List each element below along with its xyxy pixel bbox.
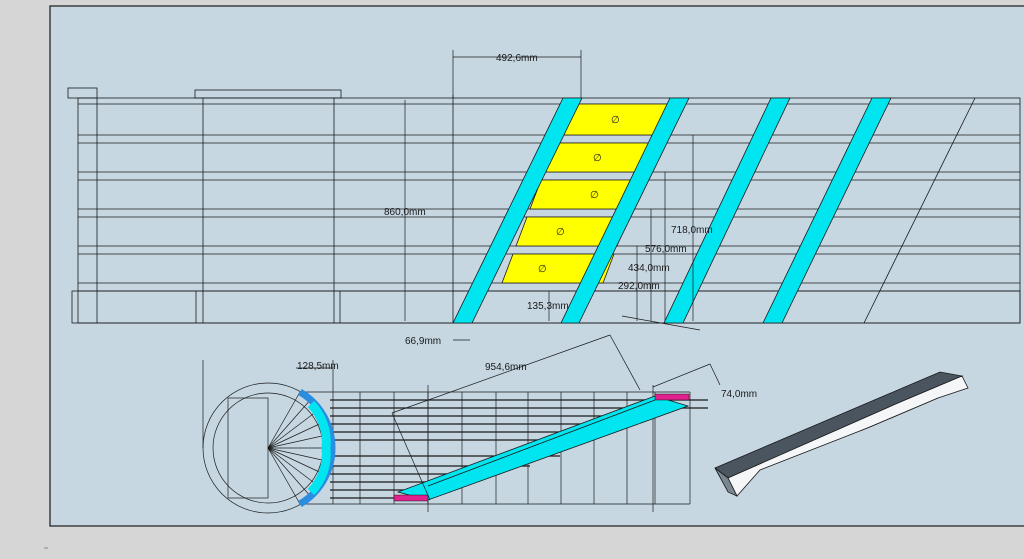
treads bbox=[501, 103, 671, 284]
dim-292: 292,0mm bbox=[618, 281, 660, 292]
stringer-outline bbox=[863, 97, 976, 324]
dim-top-width: 492,6mm bbox=[496, 53, 538, 64]
tread-labels: ∅ ∅ ∅ ∅ ∅ bbox=[538, 115, 620, 275]
dim-bottom-offset: 66,9mm bbox=[405, 336, 441, 347]
pad-top bbox=[654, 393, 690, 401]
tread-label-1: ∅ bbox=[611, 115, 620, 126]
stringer-1 bbox=[452, 97, 583, 324]
stringer-3 bbox=[663, 97, 791, 324]
dim-thickness: 74,0mm bbox=[721, 389, 757, 400]
stringer-4 bbox=[762, 97, 892, 324]
stringers bbox=[452, 97, 892, 324]
tread-label-4: ∅ bbox=[556, 227, 565, 238]
dim-diagonal: 954,6mm bbox=[485, 362, 527, 373]
dim-135: 135,3mm bbox=[527, 301, 569, 312]
pad-bottom bbox=[393, 494, 429, 502]
elevation-dimensions bbox=[404, 50, 701, 341]
dim-434: 434,0mm bbox=[628, 263, 670, 274]
plan-dimensions bbox=[296, 334, 721, 501]
tread-label-5: ∅ bbox=[538, 264, 547, 275]
stringer-2 bbox=[560, 97, 690, 324]
radial-lines bbox=[267, 391, 332, 505]
3d-view bbox=[714, 371, 969, 497]
3d-side-face bbox=[714, 467, 738, 497]
tread-label-3: ∅ bbox=[590, 190, 599, 201]
plan-arc-cyan bbox=[307, 400, 331, 496]
dim-576: 576,0mm bbox=[645, 244, 687, 255]
top-rail-cap bbox=[194, 89, 342, 99]
dim-total-height: 860,0mm bbox=[384, 207, 426, 218]
plan-stringer-edge bbox=[427, 399, 656, 487]
dim-radius: 128,5mm bbox=[297, 361, 339, 372]
dim-718: 718,0mm bbox=[671, 225, 713, 236]
tread-label-2: ∅ bbox=[593, 153, 602, 164]
base-plate bbox=[71, 290, 1021, 324]
top-left-cap bbox=[67, 87, 98, 99]
